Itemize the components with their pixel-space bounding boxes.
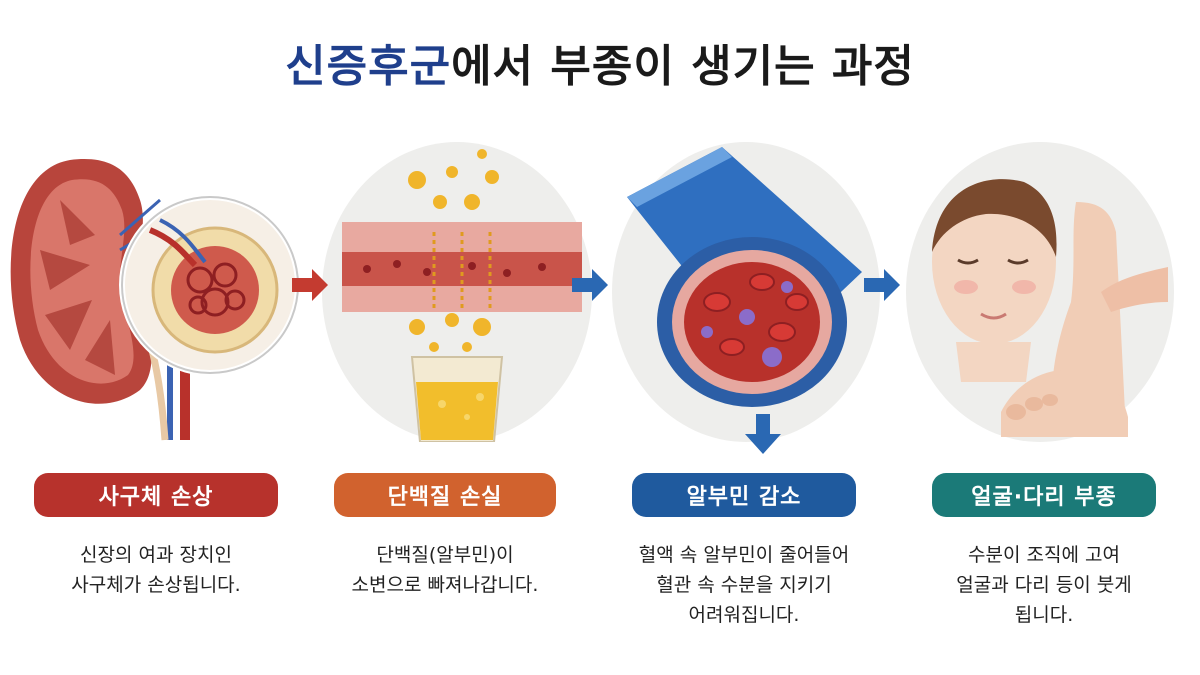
step-3-description: 혈액 속 알부민이 줄어들어 혈관 속 수분을 지키기 어려워집니다. [604,540,884,630]
description-line: 됩니다. [1014,604,1074,626]
title-highlight: 신증후군 [285,41,452,92]
page-title: 신증후군에서 부종이 생기는 과정 [0,30,1200,94]
protein-urine-illustration [342,149,582,442]
arrow-right-icon [292,269,328,301]
description-line: 수분이 조직에 고여 [968,544,1120,566]
step-2-description: 단백질(알부민)이 소변으로 빠져나갑니다. [305,540,585,600]
blood-vessel-illustration [627,147,862,407]
title-rest: 에서 부종이 생기는 과정 [451,41,915,92]
arrow-right-icon [864,269,900,301]
description-line: 단백질(알부민)이 [376,544,514,566]
arrow-right-icon [572,269,608,301]
arrow-down-icon [745,414,781,454]
description-line: 혈관 속 수분을 지키기 [656,574,832,596]
description-line: 소변으로 빠져나갑니다. [351,574,539,596]
step-3-badge: 알부민 감소 [632,473,856,517]
step-1-description: 신장의 여과 장치인 사구체가 손상됩니다. [16,540,296,600]
description-line: 신장의 여과 장치인 [80,544,232,566]
step-4-badge: 얼굴·다리 부종 [932,473,1156,517]
description-line: 혈액 속 알부민이 줄어들어 [638,544,850,566]
face-leg-edema-illustration [932,179,1168,437]
step-2-badge: 단백질 손실 [334,473,556,517]
step-4-description: 수분이 조직에 고여 얼굴과 다리 등이 붓게 됩니다. [904,540,1184,630]
description-line: 얼굴과 다리 등이 붓게 [956,574,1132,596]
kidney-glomerulus-illustration [10,159,301,441]
description-line: 어려워집니다. [688,604,800,626]
description-line: 사구체가 손상됩니다. [71,574,241,596]
step-1-badge: 사구체 손상 [34,473,278,517]
